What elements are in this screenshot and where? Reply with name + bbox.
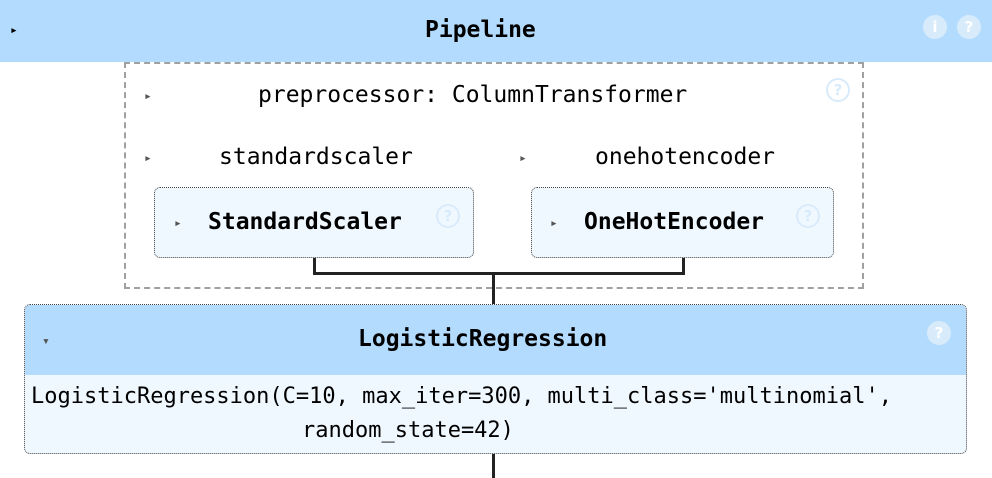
pipeline-title[interactable]: Pipeline <box>425 17 536 43</box>
info-icon[interactable]: i <box>923 15 947 39</box>
onehotencoder-box[interactable] <box>531 187 834 258</box>
logisticregression-help-icon[interactable]: ? <box>927 321 951 345</box>
connector-bar <box>313 272 685 275</box>
standardscaler-help-icon[interactable]: ? <box>436 204 460 228</box>
onehotencoder-help-icon[interactable]: ? <box>796 204 820 228</box>
logisticregression-toggle-icon[interactable]: ▾ <box>42 334 50 349</box>
connector-down <box>492 275 495 304</box>
standardscaler-title[interactable]: StandardScaler <box>208 209 402 235</box>
onehotencoder-toggle-icon[interactable]: ▸ <box>519 151 527 166</box>
help-icon[interactable]: ? <box>957 15 981 39</box>
pipeline-toggle-icon[interactable]: ▸ <box>10 23 18 38</box>
preprocessor-toggle-icon[interactable]: ▸ <box>144 89 152 104</box>
connector-left <box>313 258 316 274</box>
onehotencoder-box-toggle-icon[interactable]: ▸ <box>550 216 558 231</box>
logisticregression-header[interactable] <box>25 305 966 375</box>
standardscaler-box-toggle-icon[interactable]: ▸ <box>174 216 182 231</box>
params-line-1: LogisticRegression(C=10, max_iter=300, m… <box>31 384 892 409</box>
standardscaler-box[interactable] <box>154 187 474 258</box>
preprocessor-title[interactable]: preprocessor: ColumnTransformer <box>258 82 688 108</box>
standardscaler-toggle-icon[interactable]: ▸ <box>144 151 152 166</box>
logisticregression-title[interactable]: LogisticRegression <box>358 326 608 352</box>
pipeline-header[interactable] <box>0 0 992 62</box>
onehotencoder-label[interactable]: onehotencoder <box>595 144 776 170</box>
params-line-2: random_state=42) <box>302 418 514 443</box>
preprocessor-help-icon[interactable]: ? <box>826 78 850 102</box>
connector-right <box>682 258 685 274</box>
standardscaler-label[interactable]: standardscaler <box>219 144 413 170</box>
logisticregression-box[interactable] <box>24 304 967 454</box>
onehotencoder-title[interactable]: OneHotEncoder <box>584 209 765 235</box>
connector-bottom <box>492 454 495 478</box>
